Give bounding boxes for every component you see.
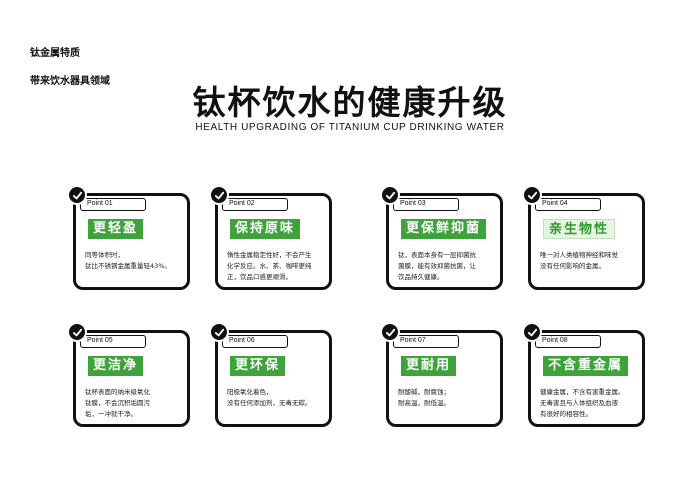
feature-description: 钛，表面本身有一层抑菌抗 菌膜，能有效抑菌抗菌，让 饮品持久健康。	[398, 251, 476, 281]
feature-card-cleaner: Point 05 更洁净 钛杯表面的纳米级氧化 钛膜，不会沉积垢圆污 垢，一冲就…	[67, 322, 190, 427]
point-tag: Point 02	[222, 198, 288, 211]
checkmark-icon	[522, 322, 542, 342]
feature-heading: 更耐用	[401, 356, 457, 376]
feature-description: 同等体积时， 钛比不锈钢金属重量轻43%。	[85, 251, 171, 270]
checkmark-icon	[67, 185, 87, 205]
feature-heading: 更保鲜抑菌	[401, 219, 487, 239]
point-tag: Point 05	[80, 335, 146, 348]
feature-card-durable: Point 07 更耐用 耐酸碱，耐腐蚀； 耐高温，耐低温。	[380, 322, 503, 427]
feature-heading: 不含重金属	[543, 356, 629, 376]
point-tag: Point 03	[393, 198, 459, 211]
feature-description: 钛杯表面的纳米级氧化 钛膜，不会沉积垢圆污 垢，一冲就干净。	[85, 388, 150, 418]
page-title: 钛杯饮水的健康升级	[192, 83, 508, 122]
checkmark-icon	[522, 185, 542, 205]
checkmark-icon	[380, 322, 400, 342]
feature-card-eco-friendly: Point 06 更环保 阳极氧化着色， 没有任何添加剂，无毒无碳。	[209, 322, 332, 427]
feature-card-antibacterial: Point 03 更保鲜抑菌 钛，表面本身有一层抑菌抗 菌膜，能有效抑菌抗菌，让…	[380, 185, 503, 290]
tagline-line-1: 钛金属特质	[30, 48, 80, 59]
feature-card-biocompatible: Point 04 亲生物性 唯一对人类植物神经和味觉 没有任何影响的金属。	[522, 185, 645, 290]
page-subtitle: HEALTH UPGRADING OF TITANIUM CUP DRINKIN…	[195, 122, 505, 133]
checkmark-icon	[67, 322, 87, 342]
feature-description: 健康金属，不含有害重金属。 无毒害且与人体组织及血液 有很好的相容性。	[540, 388, 625, 418]
point-tag: Point 06	[222, 335, 288, 348]
tagline-line-2: 带来饮水器具领域	[30, 76, 110, 87]
checkmark-icon	[380, 185, 400, 205]
feature-heading: 亲生物性	[543, 219, 616, 239]
point-tag: Point 07	[393, 335, 459, 348]
checkmark-icon	[209, 322, 229, 342]
feature-heading: 更轻盈	[88, 219, 144, 239]
feature-description: 阳极氧化着色， 没有任何添加剂，无毒无碳。	[227, 388, 312, 407]
feature-description: 惰性金属稳定性好，不会产生 化学反应。水、茶、咖啡更纯 正，饮品口感更顺滑。	[227, 251, 312, 281]
point-tag: Point 08	[535, 335, 601, 348]
point-tag: Point 04	[535, 198, 601, 211]
feature-card-lightweight: Point 01 更轻盈 同等体积时， 钛比不锈钢金属重量轻43%。	[67, 185, 190, 290]
feature-description: 唯一对人类植物神经和味觉 没有任何影响的金属。	[540, 251, 618, 270]
checkmark-icon	[209, 185, 229, 205]
feature-heading: 保持原味	[230, 219, 301, 239]
feature-card-original-taste: Point 02 保持原味 惰性金属稳定性好，不会产生 化学反应。水、茶、咖啡更…	[209, 185, 332, 290]
feature-heading: 更洁净	[88, 356, 144, 376]
feature-heading: 更环保	[230, 356, 286, 376]
feature-card-no-heavy-metals: Point 08 不含重金属 健康金属，不含有害重金属。 无毒害且与人体组织及血…	[522, 322, 645, 427]
feature-description: 耐酸碱，耐腐蚀； 耐高温，耐低温。	[398, 388, 450, 407]
point-tag: Point 01	[80, 198, 146, 211]
